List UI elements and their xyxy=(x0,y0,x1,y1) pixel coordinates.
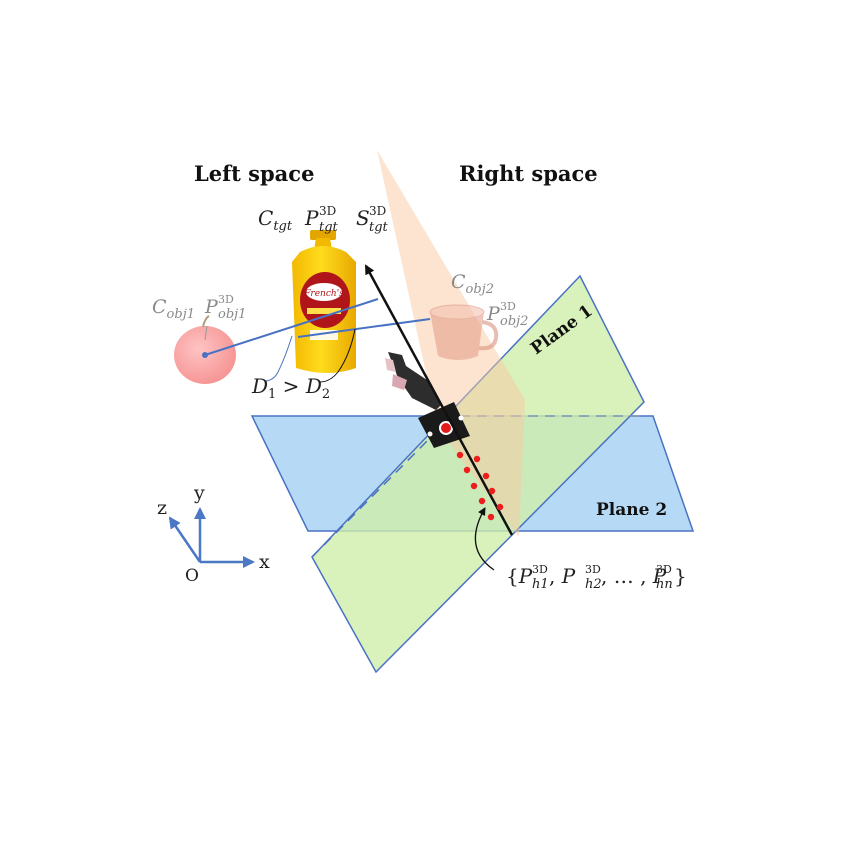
obj2-c-sub: obj2 xyxy=(466,282,494,297)
distance-op: > xyxy=(276,374,305,398)
obj1-c: C xyxy=(152,296,167,318)
apple-label-leader xyxy=(204,325,208,341)
target-c-sub: tgt xyxy=(273,219,293,234)
obj2-p-sup: 3D xyxy=(500,300,516,313)
pointing-ray xyxy=(364,264,514,536)
hand-point xyxy=(470,482,478,490)
axis-z-label: z xyxy=(157,497,167,519)
hand-point xyxy=(482,472,490,480)
axis-y-label: y xyxy=(193,482,205,504)
hand-pn-sub: hn xyxy=(656,577,673,592)
hand-set-close: } xyxy=(674,564,687,588)
apple-center-point xyxy=(202,352,208,358)
obj1-p-sub: obj1 xyxy=(218,307,246,322)
obj1-p-sup: 3D xyxy=(218,293,234,306)
target-p-sub: tgt xyxy=(319,220,339,235)
axis-origin-label: O xyxy=(185,566,199,586)
obj2-c: C xyxy=(451,271,466,293)
distance-d2-sub: 2 xyxy=(322,387,330,402)
obj2-p-sub: obj2 xyxy=(500,314,528,329)
hand-point xyxy=(456,451,464,459)
distance-d1: D xyxy=(251,374,268,398)
hand-points xyxy=(456,451,504,521)
plane-1-hidden-edge xyxy=(311,431,437,558)
hand-point xyxy=(473,455,481,463)
hand-point xyxy=(487,513,495,521)
hand-p1-sup: 3D xyxy=(532,563,548,576)
apple-icon xyxy=(174,315,236,384)
target-s-sup: 3D xyxy=(369,204,386,218)
distance-line-d1 xyxy=(204,298,379,356)
obj2-p: P xyxy=(486,303,501,325)
target-s-sub: tgt xyxy=(369,220,389,235)
hand-sep: , xyxy=(549,564,562,588)
hand-pn-sup: 3D xyxy=(656,563,672,576)
target-p-sup: 3D xyxy=(319,204,336,218)
hand-p2-sub: h2 xyxy=(585,577,602,592)
target-p: P xyxy=(304,206,319,230)
obj1-c-sub: obj1 xyxy=(167,307,195,322)
mug-icon xyxy=(429,304,499,360)
distance-d1-sub: 1 xyxy=(268,387,276,402)
obj1-p: P xyxy=(204,296,219,318)
left-space-heading: Left space xyxy=(194,161,315,186)
hand-set-open: { xyxy=(506,564,519,588)
hand-ellipsis: , … , xyxy=(601,564,653,588)
axis-x-label: x xyxy=(259,551,270,573)
plane-2-label: Plane 2 xyxy=(596,500,667,520)
hand-p2: P xyxy=(561,564,576,588)
coordinate-axes xyxy=(168,507,255,568)
hand-point xyxy=(463,466,471,474)
d2-leader xyxy=(319,328,356,383)
hand-point xyxy=(488,487,496,495)
hand-pn: P xyxy=(652,564,667,588)
target-c: C xyxy=(258,206,273,230)
hand-p1: P xyxy=(518,564,533,588)
hand-points-callout xyxy=(474,507,495,571)
right-space-heading: Right space xyxy=(459,161,598,186)
distance-line-d2 xyxy=(297,318,431,338)
hand-p1-sub: h1 xyxy=(532,577,549,592)
hand-point xyxy=(496,503,504,511)
mustard-bottle-icon: French's xyxy=(292,230,356,373)
hand-point xyxy=(478,497,486,505)
distance-d2: D xyxy=(305,374,322,398)
hand-p2-sup: 3D xyxy=(585,563,601,576)
robot-gripper-icon xyxy=(385,352,470,448)
target-s: S xyxy=(356,206,370,230)
d1-leader xyxy=(265,335,293,382)
distance-label: D1 > D2 xyxy=(251,374,330,402)
svg-text:French's: French's xyxy=(303,289,344,299)
